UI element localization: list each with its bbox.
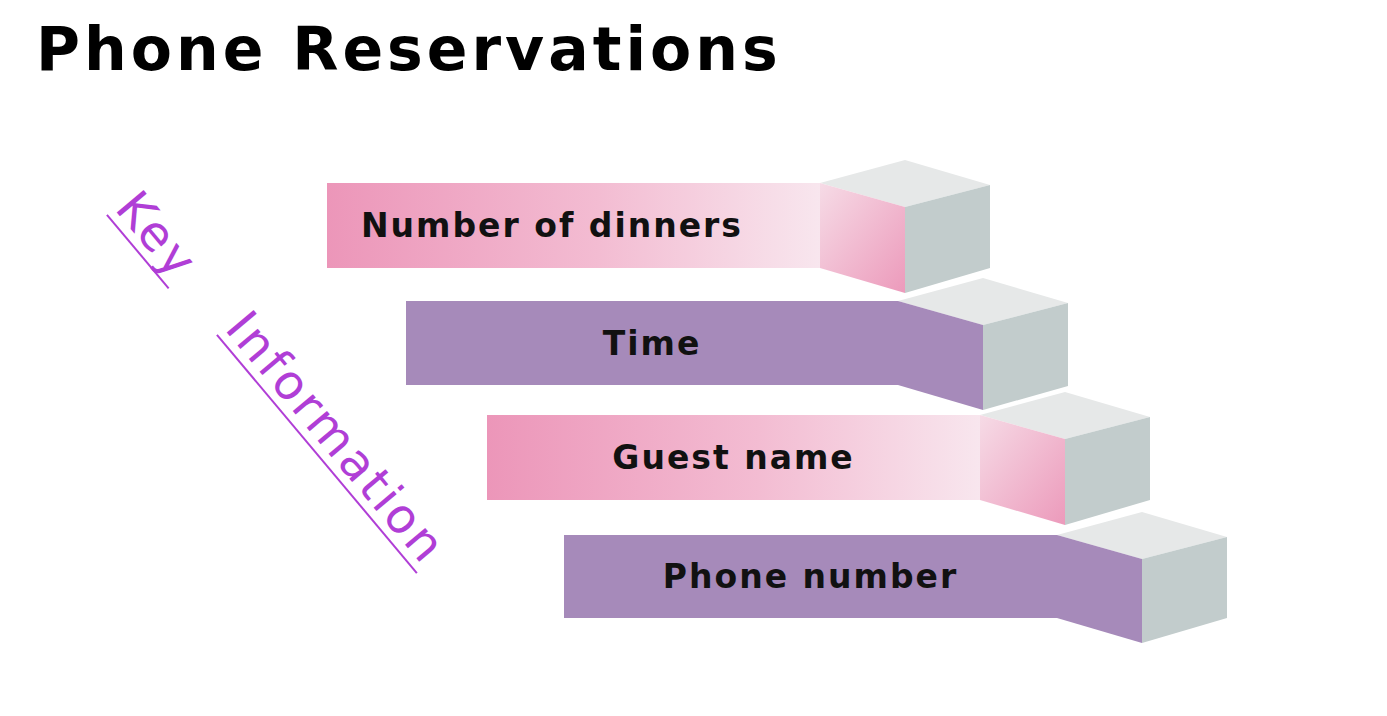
- bar-label: Time: [603, 324, 702, 363]
- info-bar: Time: [406, 301, 898, 385]
- cube: [1057, 512, 1227, 643]
- page-title: Phone Reservations: [36, 14, 782, 84]
- info-bar: Number of dinners: [327, 183, 820, 268]
- bar-label: Guest name: [612, 438, 854, 477]
- cube: [820, 160, 990, 293]
- info-bar: Phone number: [564, 535, 1057, 618]
- side-label: Key: [106, 182, 208, 289]
- bar-label: Number of dinners: [361, 206, 743, 245]
- bar-label: Phone number: [663, 557, 958, 596]
- cube: [980, 392, 1150, 525]
- info-bar: Guest name: [487, 415, 980, 500]
- cube: [898, 278, 1068, 410]
